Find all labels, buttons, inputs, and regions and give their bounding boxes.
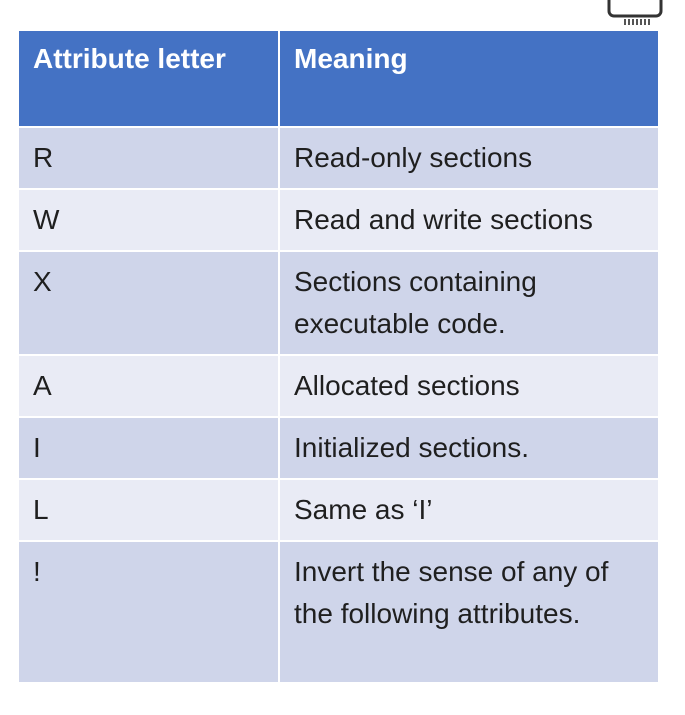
meaning-cell: Same as ‘I’ [278,478,660,542]
table-row: R Read-only sections [17,126,660,190]
meaning-cell: Read and write sections [278,188,660,252]
meaning-cell: Sections containing executable code. [278,250,660,356]
meaning-cell: Invert the sense of any of the following… [278,540,660,684]
attribute-letter-cell: A [17,354,280,418]
table-header-row: Attribute letter Meaning [17,29,660,128]
attribute-letter-cell: L [17,478,280,542]
attribute-letter-cell: X [17,250,280,356]
meaning-cell: Initialized sections. [278,416,660,480]
table-row: L Same as ‘I’ [17,478,660,542]
meaning-cell: Read-only sections [278,126,660,190]
table-row: W Read and write sections [17,188,660,252]
header-attribute-letter: Attribute letter [17,29,280,128]
table-row: I Initialized sections. [17,416,660,480]
header-meaning: Meaning [278,29,660,128]
attribute-table: Attribute letter Meaning R Read-only sec… [17,29,660,684]
table-row: ! Invert the sense of any of the followi… [17,540,660,684]
meaning-cell: Allocated sections [278,354,660,418]
attribute-letter-cell: R [17,126,280,190]
table-row: A Allocated sections [17,354,660,418]
attribute-letter-cell: W [17,188,280,252]
attribute-letter-cell: ! [17,540,280,684]
attribute-letter-cell: I [17,416,280,480]
table-row: X Sections containing executable code. [17,250,660,356]
device-icon [607,0,663,25]
